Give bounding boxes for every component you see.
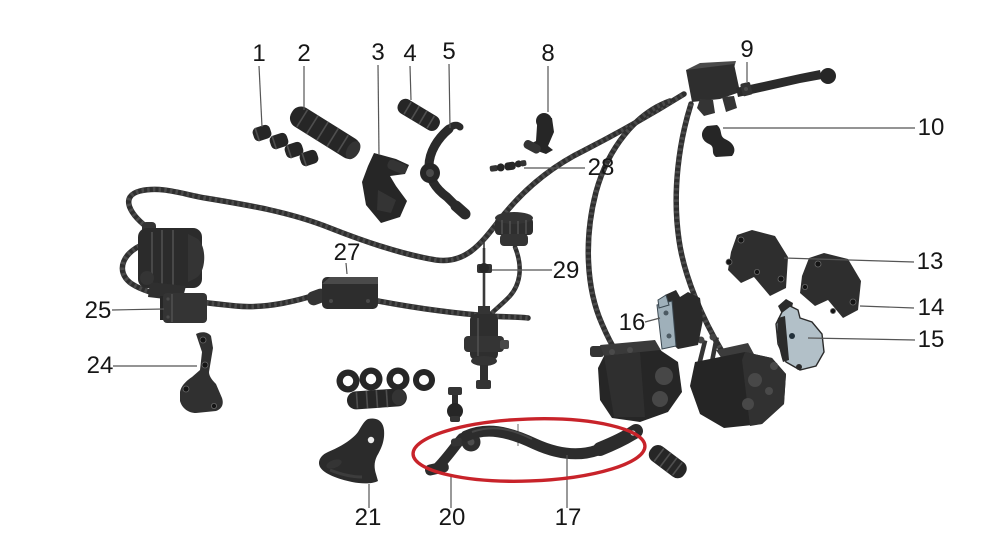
part-brake-pedal: [424, 424, 643, 476]
callout-13: 13: [917, 248, 944, 275]
part-ribbed-sleeve: [346, 388, 407, 410]
callout-21: 21: [355, 504, 382, 531]
part-bushings: [252, 124, 319, 167]
callout-15: 15: [918, 326, 945, 353]
part-switch-bracket: [523, 113, 554, 154]
part-plate-13: [725, 230, 788, 296]
part-lever: [420, 121, 471, 220]
part-footpeg-rubber-large: [289, 106, 361, 160]
callout-17: 17: [555, 504, 582, 531]
part-pivot-bolt: [447, 387, 463, 422]
part-reservoir: [495, 212, 533, 246]
part-heel-guard: [318, 418, 385, 484]
callout-27: 27: [334, 239, 361, 266]
callout-9: 9: [740, 36, 753, 63]
part-rear-caliper-left: [590, 340, 682, 422]
part-plate-14: [800, 253, 861, 318]
highlight-ellipse: [411, 417, 647, 483]
part-caliper-light: [775, 299, 825, 371]
part-triangle-bracket: [180, 332, 223, 413]
callout-8: 8: [541, 40, 554, 67]
part-washers: [336, 367, 435, 393]
callout-5: 5: [442, 38, 455, 65]
callout-labels: 1 2 3 4 5 8 9 10 13 14 15 16 17 20 21 24…: [85, 36, 945, 531]
callout-28: 28: [588, 154, 615, 181]
part-brake-pad-set: [656, 290, 703, 350]
callout-14: 14: [918, 294, 945, 321]
callout-16: 16: [619, 309, 646, 336]
part-bracket: [362, 153, 409, 223]
leader-lines: [111, 62, 916, 508]
part-front-master-cylinder: [686, 61, 836, 116]
callout-29: 29: [553, 257, 580, 284]
callout-10: 10: [918, 114, 945, 141]
part-pedal-rubber: [648, 445, 687, 479]
part-clamp: [701, 125, 735, 157]
callout-25: 25: [85, 297, 112, 324]
part-footpeg-rubber-small: [397, 98, 440, 131]
callout-20: 20: [439, 504, 466, 531]
part-plate-small: [160, 293, 207, 323]
callout-2: 2: [297, 40, 310, 67]
part-rear-master-cylinder: [464, 306, 509, 389]
part-junction-box: [306, 277, 378, 309]
callout-4: 4: [403, 40, 416, 67]
part-rear-caliper-right: [690, 333, 786, 428]
callout-1: 1: [252, 40, 265, 67]
part-linkage-bolt: [489, 160, 527, 172]
part-hose-fitting: [477, 240, 492, 306]
brake-hoses: [119, 91, 726, 356]
part-front-caliper: [138, 222, 205, 301]
callout-24: 24: [87, 352, 114, 379]
callout-3: 3: [371, 39, 384, 66]
